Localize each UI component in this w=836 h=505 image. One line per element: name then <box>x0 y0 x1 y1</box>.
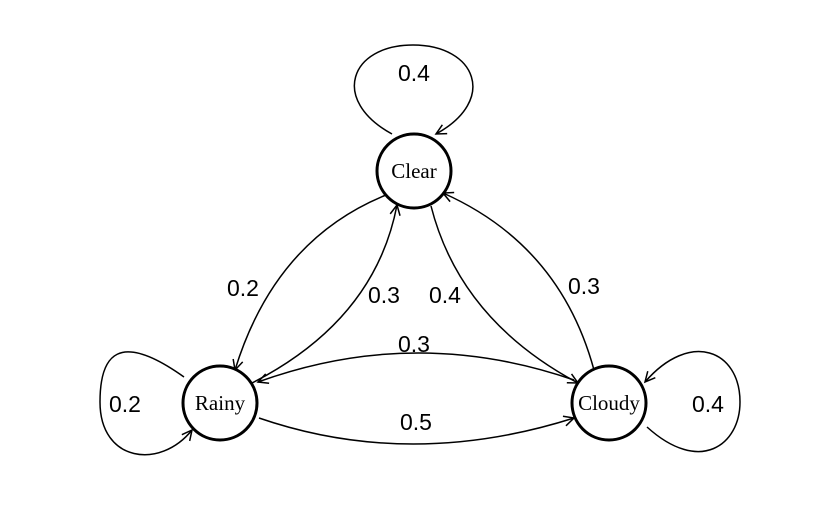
edge-rainy-rainy <box>99 351 194 456</box>
node-cloudy: Cloudy <box>570 364 648 442</box>
edge-label-rainy-cloudy: 0.5 <box>400 409 432 435</box>
node-cloudy-label: Cloudy <box>578 391 640 415</box>
node-rainy-label: Rainy <box>195 391 246 415</box>
edge-label-clear-clear: 0.4 <box>398 60 430 86</box>
edge-rainy-clear <box>251 203 401 384</box>
edge-label-cloudy-rainy: 0.3 <box>398 331 430 357</box>
node-cloudy-circle <box>570 364 648 442</box>
edge-label-clear-rainy: 0.2 <box>227 275 259 301</box>
edge-rainy-cloudy <box>258 415 576 445</box>
node-clear-circle <box>375 132 453 210</box>
node-rainy-circle <box>181 364 259 442</box>
edge-label-rainy-rainy: 0.2 <box>109 391 141 417</box>
edge-label-clear-cloudy: 0.4 <box>429 282 461 308</box>
node-clear-label: Clear <box>391 159 436 183</box>
edge-cloudy-clear <box>441 191 595 371</box>
edge-label-rainy-clear: 0.3 <box>368 282 400 308</box>
edge-label-cloudy-clear: 0.3 <box>568 273 600 299</box>
edge-cloudy-rainy <box>256 352 575 385</box>
node-rainy: Rainy <box>181 364 259 442</box>
edge-label-cloudy-cloudy: 0.4 <box>692 391 724 417</box>
edge-clear-cloudy <box>430 205 580 384</box>
node-clear: Clear <box>375 132 453 210</box>
edge-clear-rainy <box>232 194 387 372</box>
edge-clear-clear <box>353 44 474 135</box>
edge-cloudy-cloudy <box>643 350 741 453</box>
